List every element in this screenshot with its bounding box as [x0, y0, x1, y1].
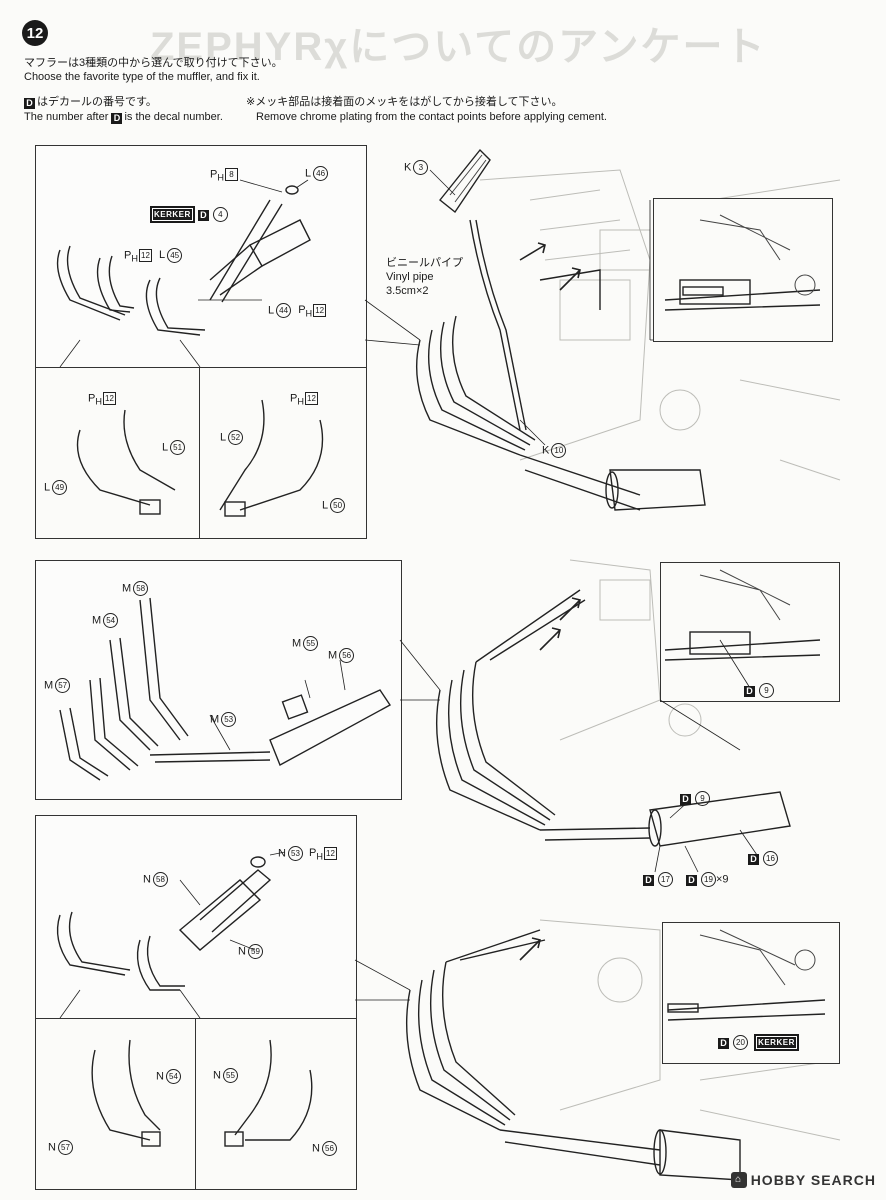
intro-en: Choose the favorite type of the muffler,…	[24, 71, 260, 83]
section1-detail-inset	[653, 198, 833, 342]
decal-note-en-before: The number after	[24, 111, 109, 123]
section3-right-pipe-inset	[195, 1018, 357, 1190]
hobby-search-logo-icon: ⌂	[730, 1172, 747, 1188]
section2-muffler-panel	[35, 560, 402, 800]
watermark-text: HOBBY SEARCH	[750, 1172, 876, 1188]
section3-detail-inset	[662, 922, 840, 1064]
decal-d-icon: D	[111, 113, 123, 124]
kerker-logo: KERKER	[150, 206, 195, 223]
decal-note-jp-text: はデカールの番号です。	[37, 96, 157, 108]
decal-note-en-after: is the decal number.	[124, 111, 223, 123]
step-number-badge: 12	[22, 20, 48, 46]
chrome-note-en: Remove chrome plating from the contact p…	[256, 111, 607, 123]
decal-d-icon: D	[24, 98, 35, 109]
kerker-logo: KERKER	[754, 1034, 799, 1051]
chrome-note-jp: ※メッキ部品は接着面のメッキをはがしてから接着して下さい。	[246, 96, 563, 108]
faded-background-title: ZEPHYRχについてのアンケート	[150, 25, 767, 69]
intro-jp: マフラーは3種類の中から選んで取り付けて下さい。	[24, 57, 283, 69]
hobby-search-watermark: ⌂ HOBBY SEARCH	[730, 1172, 876, 1188]
label-vinyl-pipe: ビニールパイプ Vinyl pipe 3.5cm×2	[386, 257, 463, 297]
section3-left-pipe-inset	[35, 1018, 197, 1190]
